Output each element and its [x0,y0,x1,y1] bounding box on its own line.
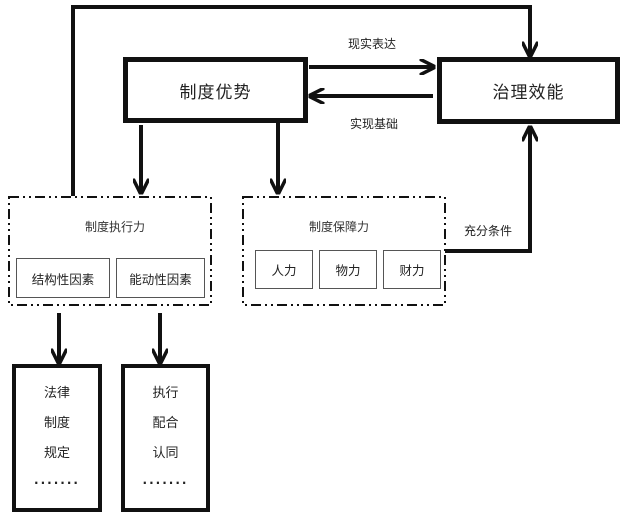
guarantee-capacity-title: 制度保障力 [309,220,370,234]
list-ellipsis: ······· [142,476,189,490]
material-resource-node: 物力 [319,250,377,289]
structural-list-node: 法律 制度 规定 ······· [12,364,102,512]
list-item: 配合 [152,416,179,431]
human-resource-label: 人力 [271,263,297,278]
sufficient-condition-arrow [445,127,530,253]
structural-list: 法律 制度 规定 ······· [34,379,80,497]
governance-efficiency-label: 治理效能 [492,83,565,103]
institutional-advantage-node: 制度优势 [123,57,308,123]
structural-factor-label: 结构性因素 [31,271,95,287]
list-item: 制度 [43,416,70,431]
list-item: 认同 [152,446,179,461]
realistic-expression-label: 现实表达 [348,37,397,51]
feedback-arrow [71,5,530,196]
list-item: 规定 [43,446,70,461]
list-ellipsis: ······· [34,476,80,490]
agentive-list: 执行 配合 认同 ······· [143,379,189,497]
execution-capacity-title: 制度执行力 [85,220,146,234]
agentive-factor-node: 能动性因素 [116,258,205,298]
realization-basis-label: 实现基础 [350,117,399,131]
financial-resource-node: 财力 [383,250,441,289]
execution-capacity-frame [8,196,212,306]
governance-efficiency-node: 治理效能 [437,57,620,124]
human-resource-node: 人力 [255,250,313,289]
agentive-list-node: 执行 配合 认同 ······· [121,364,210,512]
sufficient-condition-label: 充分条件 [464,224,513,238]
structural-factor-node: 结构性因素 [16,258,110,298]
institutional-advantage-label: 制度优势 [179,82,252,103]
material-resource-label: 物力 [335,263,361,278]
list-item: 法律 [43,386,70,401]
guarantee-capacity-frame [242,196,446,306]
list-item: 执行 [152,386,179,401]
agentive-factor-label: 能动性因素 [129,271,192,287]
financial-resource-label: 财力 [399,263,425,278]
